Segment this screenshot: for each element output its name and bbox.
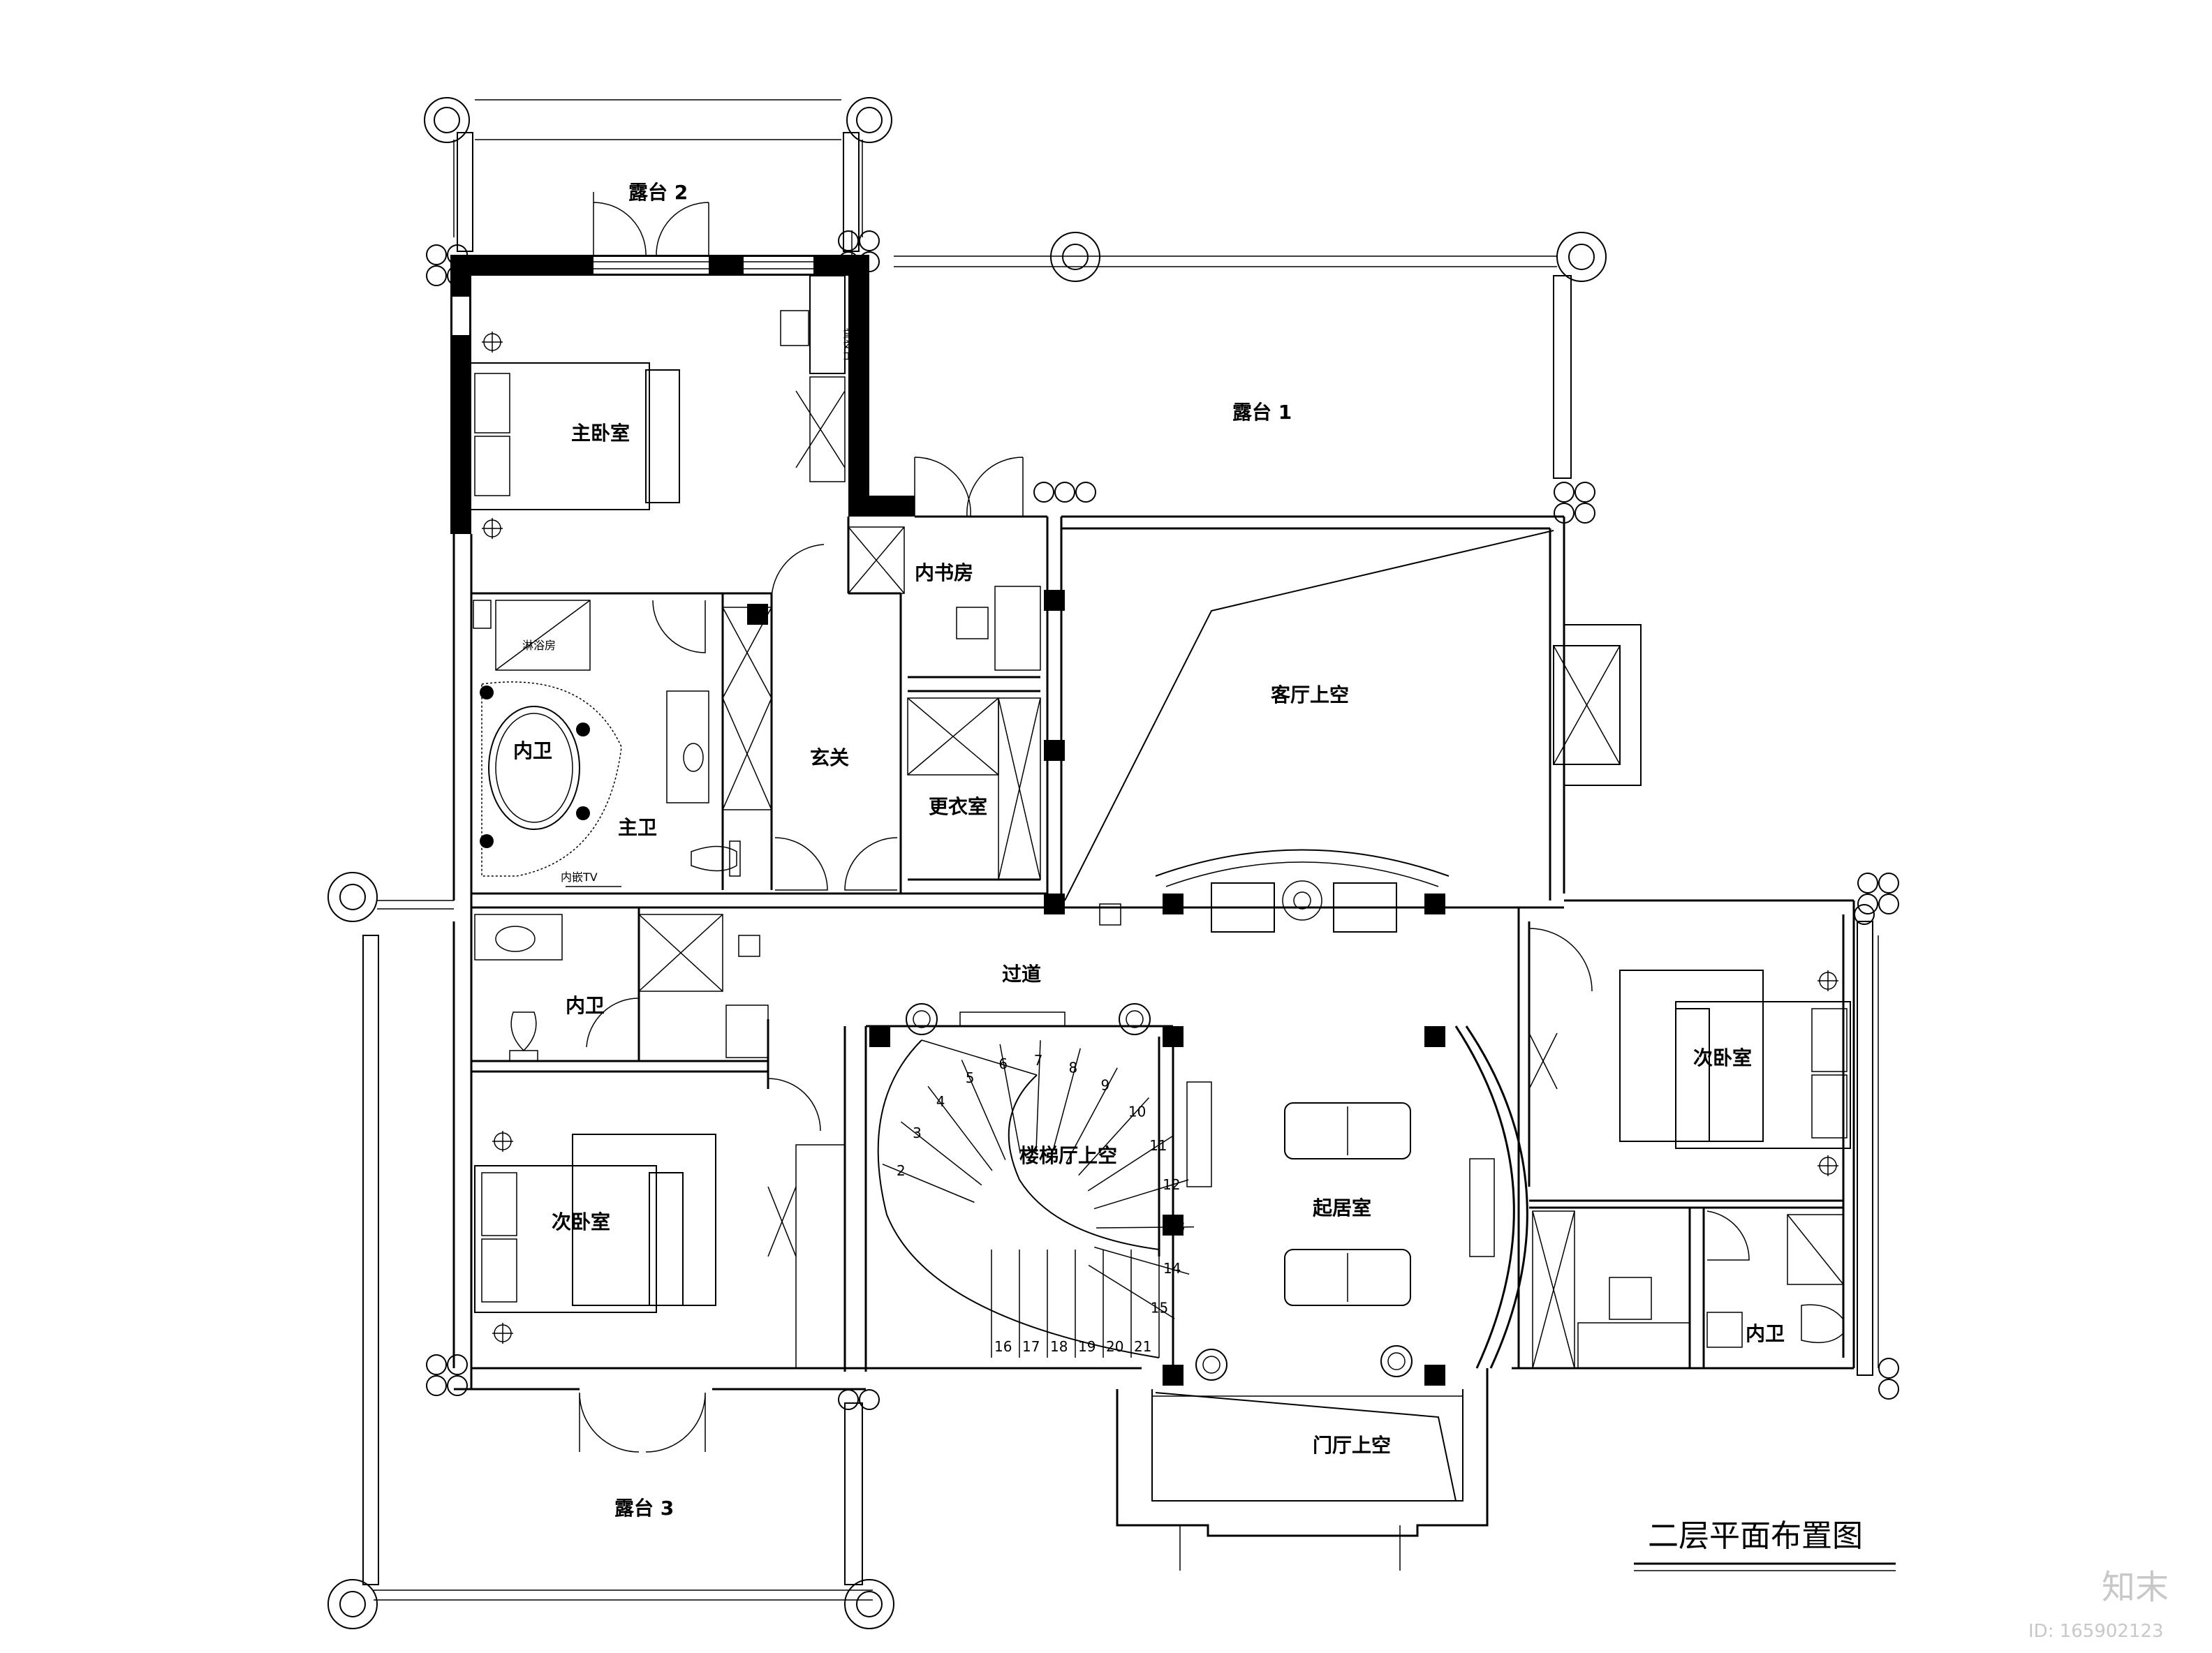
label-master-bath: 主卫 — [618, 816, 657, 839]
label-inner-bath-east: 内卫 — [1746, 1322, 1785, 1345]
stair-step-number: 19 — [1078, 1338, 1096, 1355]
stair-step-number: 18 — [1050, 1338, 1068, 1355]
label-second-bedroom-east: 次卧室 — [1693, 1046, 1752, 1069]
stair-tread — [927, 1085, 993, 1171]
terrace-2-balustrade — [424, 97, 892, 252]
stair-step-number: 16 — [994, 1338, 1012, 1355]
label-shower: 淋浴房 — [522, 639, 556, 652]
doors — [579, 192, 1750, 1453]
terrace-3-balustrade — [327, 872, 894, 1629]
label-built-in-tv: 内嵌TV — [561, 870, 598, 884]
stair-tread — [882, 1163, 975, 1203]
east-balustrade — [1857, 921, 1879, 1376]
watermark-id: ID: 165902123 — [2028, 1621, 2164, 1642]
stair-tread — [961, 1060, 1006, 1160]
stair-tread — [900, 1121, 982, 1186]
stair-tread — [1087, 1135, 1174, 1192]
stair-step-number: 2 — [897, 1162, 906, 1179]
label-inner-bath-west: 内卫 — [566, 994, 605, 1017]
label-corridor: 过道 — [1002, 963, 1041, 986]
stair-step-number: 21 — [1134, 1338, 1151, 1355]
label-entrance-hall-void: 门厅上空 — [1313, 1434, 1391, 1457]
label-sitting-room: 起居室 — [1313, 1196, 1371, 1220]
label-terrace-1: 露台 1 — [1232, 401, 1292, 424]
label-living-void: 客厅上空 — [1271, 683, 1349, 706]
label-stair-hall-void: 楼梯厅上空 — [1019, 1144, 1117, 1167]
stair-step-number: 20 — [1106, 1338, 1123, 1355]
stair-step-number: 12 — [1163, 1176, 1180, 1193]
stair-tread — [999, 1044, 1022, 1154]
label-foyer: 玄关 — [810, 746, 849, 769]
stair-step-number: 17 — [1022, 1338, 1040, 1355]
stair-step-number: 9 — [1100, 1076, 1109, 1093]
label-second-bedroom-west: 次卧室 — [552, 1210, 610, 1233]
interior-walls — [471, 255, 1843, 1502]
label-master-bedroom: 主卧室 — [571, 422, 630, 445]
label-terrace-2: 露台 2 — [628, 181, 688, 204]
watermark-brand: 知末 — [2102, 1568, 2169, 1607]
label-dressing-room: 更衣室 — [929, 795, 987, 818]
stair-step-number: 13 — [1167, 1218, 1185, 1235]
exterior-walls — [450, 255, 1855, 1571]
stair-tread — [1035, 1040, 1041, 1152]
furniture — [467, 275, 1851, 1381]
plan-title: 二层平面布置图 — [1648, 1518, 1863, 1554]
stair-step-number: 8 — [1068, 1059, 1077, 1076]
label-terrace-3: 露台 3 — [614, 1497, 674, 1520]
stair-tread — [1093, 1179, 1189, 1210]
stair-tread — [1094, 1246, 1190, 1275]
stair-step-number: 4 — [936, 1093, 945, 1110]
stair-step-number: 7 — [1034, 1052, 1043, 1069]
label-dressing-table: 梳妆台 — [842, 328, 855, 362]
label-inner-bath-tub: 内卫 — [513, 739, 552, 762]
stair-step-number: 11 — [1149, 1137, 1167, 1154]
stair-step-number: 5 — [966, 1069, 975, 1086]
stair-step-number: 14 — [1163, 1260, 1181, 1277]
stair-tread — [1051, 1048, 1081, 1156]
stair-step-number: 3 — [913, 1125, 922, 1141]
stair-step-number: 15 — [1151, 1300, 1168, 1317]
terrace-1-balustrade — [851, 230, 1607, 479]
label-inner-study: 内书房 — [915, 561, 973, 584]
stair-tread — [1066, 1067, 1118, 1164]
stair-step-number: 6 — [998, 1055, 1008, 1072]
stair-step-number: 10 — [1128, 1103, 1146, 1120]
room-labels: 露台 2 露台 1 主卧室 梳妆台 内书房 客厅上空 淋浴房 内卫 主卫 内嵌T… — [513, 181, 1785, 1520]
stair-tread — [1078, 1097, 1150, 1176]
stair-tread — [1096, 1226, 1194, 1229]
